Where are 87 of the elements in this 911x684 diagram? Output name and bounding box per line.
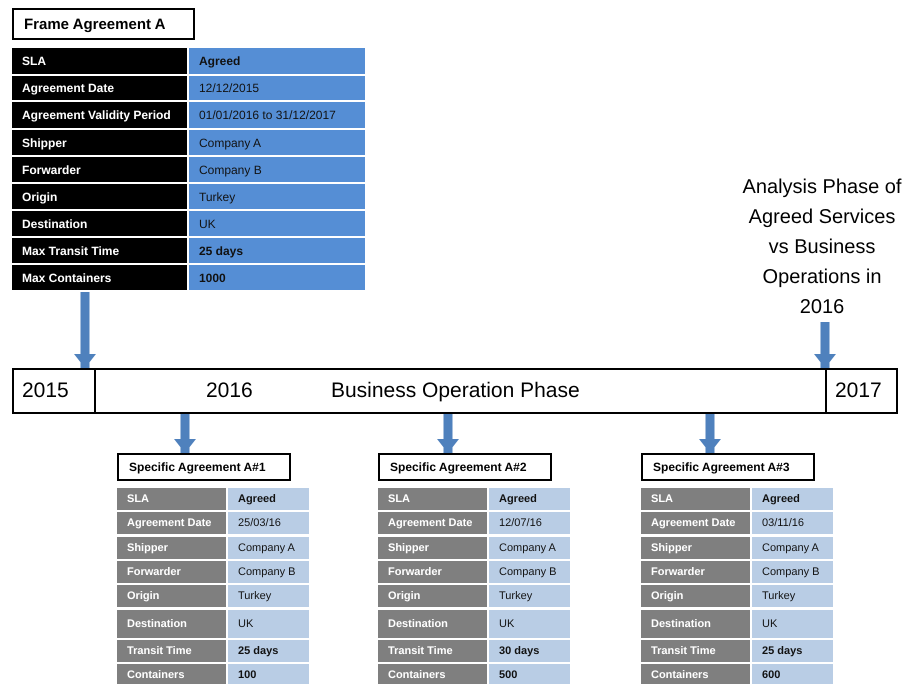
row-value: UK	[489, 610, 570, 638]
row-label: Origin	[117, 585, 226, 608]
row-label: SLA	[641, 488, 750, 510]
year-label: 2016	[206, 379, 253, 403]
row-label: Agreement Date	[117, 512, 226, 534]
row-value: Agreed	[489, 488, 570, 510]
row-label: Agreement Date	[378, 512, 487, 534]
row-value: 1000	[189, 265, 365, 290]
row-label: Destination	[378, 610, 487, 638]
year-label: 2017	[835, 379, 882, 403]
row-value: UK	[752, 610, 833, 638]
arrow	[74, 292, 96, 368]
row-value: Company B	[752, 560, 833, 583]
row-label: Agreement Date	[12, 76, 187, 100]
row-value: 25 days	[228, 640, 309, 662]
row-value: Agreed	[752, 488, 833, 510]
row-label: Shipper	[641, 536, 750, 559]
row-label: Forwarder	[378, 560, 487, 583]
row-value: Turkey	[228, 585, 309, 608]
timeline-segment	[12, 368, 96, 414]
row-value: Company B	[228, 560, 309, 583]
agreement-table	[12, 8, 365, 292]
row-label: Agreement Date	[641, 512, 750, 534]
row-label: Shipper	[12, 130, 187, 155]
table-heading: Specific Agreement A#1	[117, 453, 291, 481]
row-value: 25/03/16	[228, 512, 309, 534]
row-label: SLA	[12, 48, 187, 74]
row-label: Containers	[378, 664, 487, 684]
row-value: UK	[228, 610, 309, 638]
row-label: Transit Time	[641, 640, 750, 662]
timeline-segment	[825, 368, 898, 414]
row-label: Shipper	[117, 536, 226, 559]
row-value: Company A	[489, 536, 570, 559]
year-label: 2015	[22, 379, 69, 403]
table-heading: Specific Agreement A#2	[378, 453, 552, 481]
agreement-table	[641, 453, 833, 684]
row-value: 12/07/16	[489, 512, 570, 534]
row-label: SLA	[378, 488, 487, 510]
row-value: Agreed	[228, 488, 309, 510]
row-value: Company A	[189, 130, 365, 155]
row-label: Forwarder	[641, 560, 750, 583]
row-value: Turkey	[752, 585, 833, 608]
row-label: Destination	[12, 211, 187, 236]
row-value: 01/01/2016 to 31/12/2017	[189, 102, 365, 128]
row-label: Containers	[641, 664, 750, 684]
row-value: Company A	[228, 536, 309, 559]
row-label: SLA	[117, 488, 226, 510]
row-label: Forwarder	[117, 560, 226, 583]
row-label: Destination	[117, 610, 226, 638]
agreement-table	[117, 453, 309, 684]
row-label: Origin	[378, 585, 487, 608]
row-value: Turkey	[189, 184, 365, 209]
arrow	[437, 414, 459, 453]
row-value: Agreed	[189, 48, 365, 74]
row-label: Containers	[117, 664, 226, 684]
row-value: 100	[228, 664, 309, 684]
row-label: Shipper	[378, 536, 487, 559]
row-value: 12/12/2015	[189, 76, 365, 100]
arrow	[814, 322, 836, 368]
row-value: Company B	[489, 560, 570, 583]
row-value: UK	[189, 211, 365, 236]
table-heading: Specific Agreement A#3	[641, 453, 815, 481]
arrow	[174, 414, 196, 453]
row-value: 30 days	[489, 640, 570, 662]
row-label: Forwarder	[12, 157, 187, 182]
row-value: Company A	[752, 536, 833, 559]
row-value: 25 days	[189, 238, 365, 263]
row-label: Transit Time	[378, 640, 487, 662]
row-label: Max Containers	[12, 265, 187, 290]
timeline-segment	[94, 368, 827, 414]
row-label: Origin	[641, 585, 750, 608]
row-value: 600	[752, 664, 833, 684]
row-value: 03/11/16	[752, 512, 833, 534]
row-value: 500	[489, 664, 570, 684]
annotation-text: Analysis Phase of Agreed Services vs Business Operations in 2016	[738, 172, 906, 322]
table-heading: Frame Agreement A	[12, 8, 195, 40]
arrow	[699, 414, 721, 453]
row-value: Company B	[189, 157, 365, 182]
row-label: Max Transit Time	[12, 238, 187, 263]
phase-label: Business Operation Phase	[331, 379, 580, 403]
agreement-table	[378, 453, 570, 684]
row-label: Origin	[12, 184, 187, 209]
row-value: Turkey	[489, 585, 570, 608]
row-label: Agreement Validity Period	[12, 102, 187, 128]
row-label: Destination	[641, 610, 750, 638]
row-value: 25 days	[752, 640, 833, 662]
row-label: Transit Time	[117, 640, 226, 662]
